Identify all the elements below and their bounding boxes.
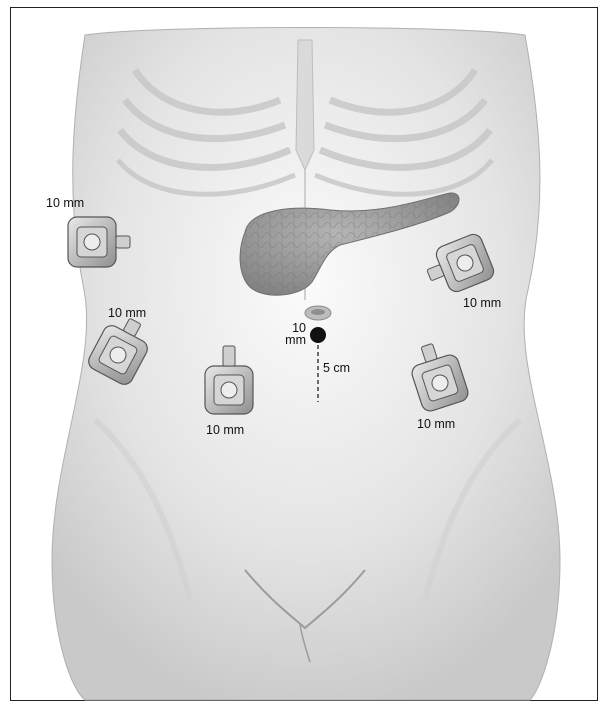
label-port-center-left: 10 mm	[206, 424, 244, 437]
label-port-left-mid: 10 mm	[108, 307, 146, 320]
label-port-left-upper: 10 mm	[46, 197, 84, 210]
label-umbilical-line2: mm	[285, 333, 306, 347]
label-umbilical-port: 10 mm	[266, 322, 306, 346]
label-port-right-lower: 10 mm	[417, 418, 455, 431]
label-distance: 5 cm	[323, 362, 350, 375]
label-port-right-upper: 10 mm	[463, 297, 501, 310]
sternum	[296, 40, 314, 170]
camera-port-dot	[310, 327, 326, 343]
